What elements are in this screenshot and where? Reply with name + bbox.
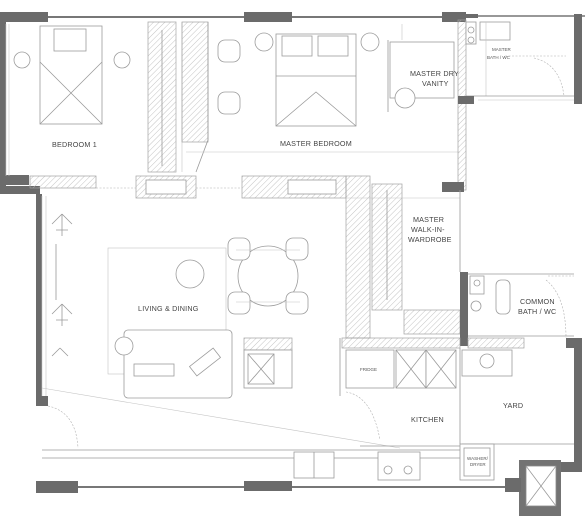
fridge-label: FRIDGE [360,367,377,372]
master-bath-label-2: BATH / WC [487,55,511,60]
living-dining: LIVING & DINING [41,196,401,449]
common-bath: COMMON BATH / WC [460,272,574,349]
plant-icon [51,213,73,357]
common-bath-label-1: COMMON [520,297,555,306]
master-wardrobe: MASTER WALK-IN- WARDROBE [345,175,464,339]
bedroom-1-label: BEDROOM 1 [52,140,97,149]
kitchen-label: KITCHEN [411,415,444,424]
washer-label-2: DRYER [470,462,486,467]
wardrobe-label-3: WARDROBE [408,235,452,244]
bedroom-1: BEDROOM 1 [5,21,197,199]
master-bedroom: MASTER BEDROOM [181,21,460,199]
kitchen: FRIDGE KITCHEN [42,337,462,481]
washer-label-1: WASHER/ [467,456,489,461]
wardrobe-label-2: WALK-IN- [411,225,445,234]
master-dry-vanity-label-1: MASTER DRY [410,69,459,78]
master-bath-label-1: MASTER [492,47,512,52]
master-bath: MASTER BATH / WC [457,19,574,191]
master-bedroom-label: MASTER BEDROOM [280,139,352,148]
outer-walls [0,12,585,493]
wardrobe-label-1: MASTER [413,215,444,224]
master-dry-vanity-label-2: VANITY [422,79,449,88]
living-dining-label: LIVING & DINING [138,304,199,313]
common-bath-label-2: BATH / WC [518,307,556,316]
master-dry-vanity: MASTER DRY VANITY [387,24,459,112]
yard-label: YARD [503,401,523,410]
yard: WASHER/ DRYER YARD [459,348,574,516]
